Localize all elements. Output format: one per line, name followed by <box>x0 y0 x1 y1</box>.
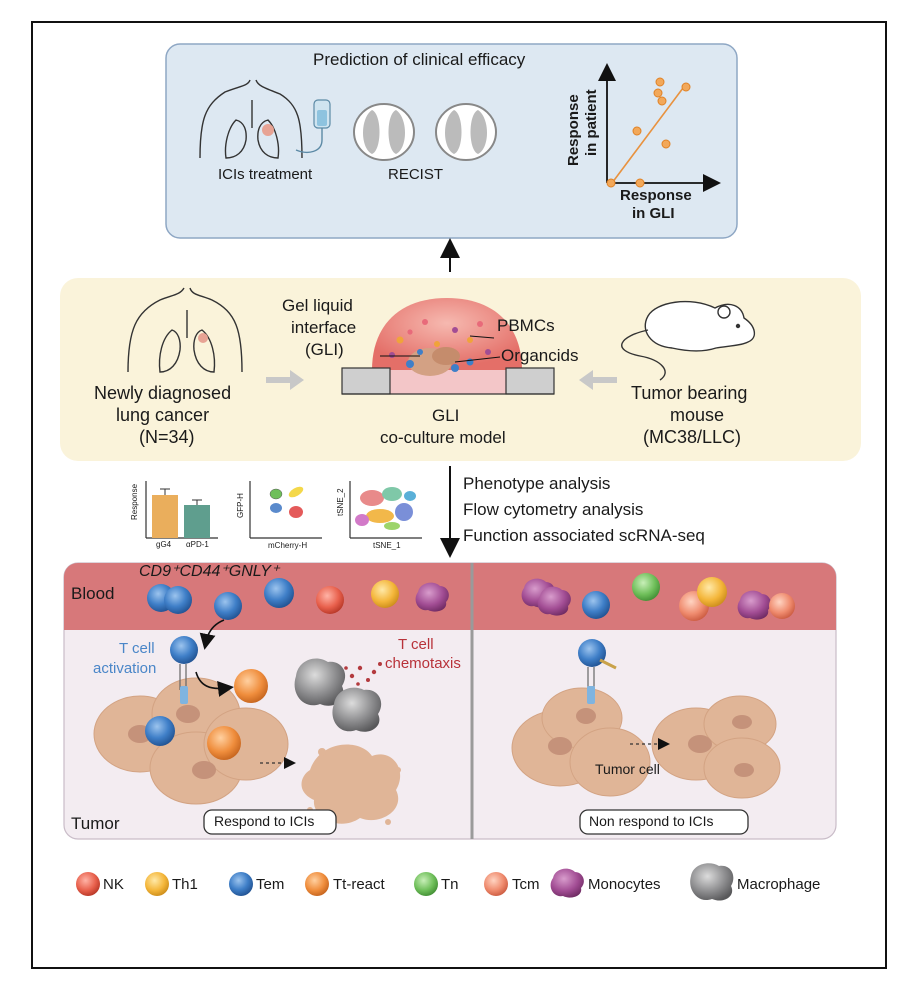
legend-tcm: Tcm <box>512 876 540 893</box>
patient-label-2: lung cancer <box>116 405 210 425</box>
legend-icons <box>76 863 734 901</box>
mini-bar-chart <box>145 481 218 539</box>
plot-xlabel-2: in GLI <box>632 205 675 222</box>
arrow-right <box>266 370 304 390</box>
tcm-icon <box>484 872 508 896</box>
mouse-icon <box>621 300 755 381</box>
monocyte-icon <box>550 868 584 898</box>
marker-label: CD9⁺CD44⁺GNLY⁺ <box>139 563 280 580</box>
bar-ylabel: Response <box>130 483 139 520</box>
legend-nk: NK <box>103 876 124 893</box>
non-respond-label: Non respond to ICIs <box>589 813 714 829</box>
chemotaxis-label-1: T cell <box>398 636 434 653</box>
legend-tt-react: Tt-react <box>333 876 385 893</box>
flow-ylabel: GFP-H <box>236 493 245 518</box>
ici-label: ICIs treatment <box>218 166 313 183</box>
gli-label-1: Gel liquid <box>282 296 353 315</box>
iv-bag-icon <box>295 99 331 153</box>
patient-label-3: (N=34) <box>139 427 195 447</box>
organoids-label: Organcids <box>501 346 579 365</box>
tt-react-icon <box>305 872 329 896</box>
blood-cells-left <box>147 578 449 620</box>
plot-ylabel-2: in patient <box>583 89 600 156</box>
blood-label: Blood <box>71 584 115 603</box>
recist-label: RECIST <box>388 166 444 183</box>
mouse-label-3: (MC38/LLC) <box>643 427 742 447</box>
patient-label-1: Newly diagnosed <box>94 383 232 403</box>
gli-label-2: interface <box>291 318 357 337</box>
legend-tem: Tem <box>256 876 285 893</box>
flow-xlabel: mCherry-H <box>268 541 308 550</box>
tn-icon <box>414 872 438 896</box>
prediction-title: Prediction of clinical efficacy <box>313 50 526 69</box>
mouse-label-2: mouse <box>670 405 725 425</box>
data-point <box>657 96 667 106</box>
blood-cells-right <box>521 573 795 621</box>
data-point <box>653 88 663 98</box>
respond-label: Respond to ICIs <box>214 813 315 829</box>
data-point <box>661 139 671 149</box>
non-respond-box <box>579 809 749 835</box>
legend-monocytes: Monocytes <box>588 876 661 893</box>
chemotaxis-label-2: chemotaxis <box>385 655 461 672</box>
migration-arrow <box>199 619 225 650</box>
correlation-plot <box>598 63 721 192</box>
tsne-xlabel: tSNE_1 <box>373 541 401 550</box>
gli-label-3: (GLI) <box>305 340 344 359</box>
tumor-spot <box>262 124 274 136</box>
patient-torso-icon <box>199 79 303 159</box>
analysis-item-1: Phenotype analysis <box>463 474 611 493</box>
activation-label-1: T cell <box>119 640 155 657</box>
data-point <box>632 126 642 136</box>
tem-cell-activating <box>170 636 198 664</box>
respond-box <box>203 809 337 835</box>
plot-ylabel-1: Response <box>565 94 582 166</box>
data-point <box>635 178 645 188</box>
nk-icon <box>76 872 100 896</box>
mini-tsne-plot <box>349 481 422 539</box>
analysis-item-2: Flow cytometry analysis <box>463 500 644 519</box>
bar-igg4 <box>152 495 178 538</box>
arrow-left <box>579 370 617 390</box>
patient-body-icon <box>127 287 243 373</box>
model-label-1: GLI <box>432 406 460 425</box>
legend-tn: Tn <box>441 876 459 893</box>
th1-icon <box>145 872 169 896</box>
mouse-label-1: Tumor bearing <box>631 383 748 403</box>
gli-dome <box>341 298 555 395</box>
bar-apd1 <box>184 505 210 538</box>
bar-cat-2: αPD-1 <box>186 540 209 549</box>
tumor-label: Tumor <box>71 814 120 833</box>
ct-scan-icon <box>353 103 497 161</box>
data-point <box>655 77 665 87</box>
tumor-cell-label: Tumor cell <box>595 761 660 777</box>
plot-xlabel-1: Response <box>620 187 692 204</box>
tem-icon <box>229 872 253 896</box>
legend-macrophage: Macrophage <box>737 876 821 893</box>
macrophage-icon <box>690 863 734 901</box>
activation-label-2: activation <box>93 660 157 677</box>
pbmcs-label: PBMCs <box>497 316 555 335</box>
bar-cat-1: gG4 <box>156 540 172 549</box>
mini-flow-plot <box>249 481 322 539</box>
analysis-item-3: Function associated scRNA-seq <box>463 526 705 545</box>
legend-th1: Th1 <box>172 876 198 893</box>
data-point <box>681 82 691 92</box>
tsne-ylabel: tSNE_2 <box>336 488 345 516</box>
data-point <box>606 178 616 188</box>
model-label-2: co-culture model <box>380 428 506 447</box>
